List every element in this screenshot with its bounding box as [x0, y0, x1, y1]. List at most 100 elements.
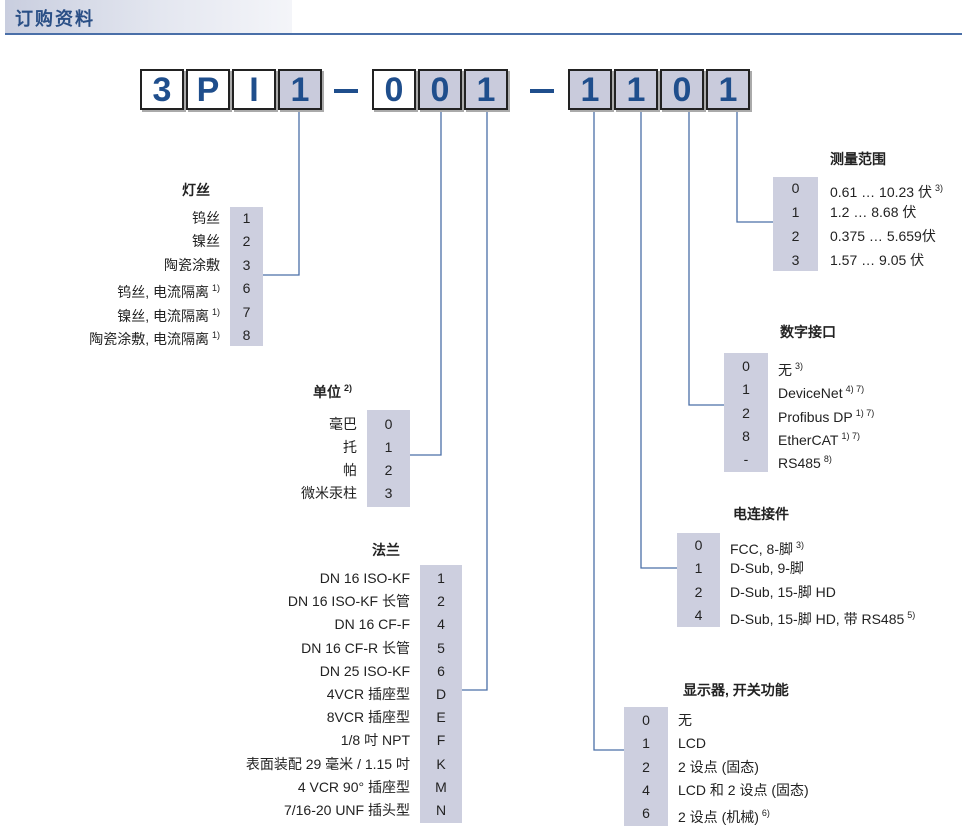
display-option-code: 2	[642, 758, 650, 775]
code-digit-box: 1	[706, 69, 750, 110]
flange-option-code: E	[436, 709, 446, 726]
footnote: 4) 7)	[845, 384, 865, 395]
filament-option-label: 陶瓷涂敷	[0, 254, 220, 276]
flange-option-label: 4 VCR 90° 插座型	[10, 776, 410, 798]
code-digit-box: 1	[614, 69, 658, 110]
footnote: 3)	[934, 183, 943, 193]
flange-option-code: 2	[437, 593, 445, 610]
option-text: EtherCAT	[778, 431, 839, 448]
option-text: 镍丝	[192, 233, 220, 250]
option-text: LCD 和 2 设点 (固态)	[678, 781, 809, 798]
range-option-code: 1	[791, 204, 800, 220]
option-text: 镍丝, 电流隔离	[117, 307, 209, 324]
code-digit-box: 1	[568, 69, 612, 110]
digital-option-code: 2	[742, 404, 750, 421]
option-text: DeviceNet	[778, 385, 843, 402]
display-option-code: 1	[642, 735, 650, 752]
code-digit-box: 3	[140, 69, 184, 110]
code-digit-box: 0	[660, 69, 704, 110]
filament-option-code: 1	[242, 210, 251, 226]
connector-option-code: 1	[694, 560, 703, 577]
digital-option-code: 1	[742, 381, 750, 398]
footnote: 8)	[823, 454, 832, 465]
group-title-text: 数字接口	[780, 324, 836, 340]
range-code-column	[773, 177, 818, 271]
flange-option-label: 表面装配 29 毫米 / 1.15 吋	[10, 753, 410, 775]
flange-option-label: DN 16 ISO-KF	[10, 567, 410, 589]
option-text: 4VCR 插座型	[326, 686, 410, 702]
display-code-column	[624, 707, 668, 827]
option-text: 2 设点 (固态)	[678, 758, 759, 775]
flange-option-label: 1/8 吋 NPT	[10, 729, 410, 751]
option-text: DN 16 CF-F	[334, 616, 410, 633]
units-option-label: 帕	[0, 459, 357, 481]
option-text: 0.61 … 10.23 伏	[830, 184, 932, 200]
section-header: 订购资料	[5, 0, 292, 33]
option-text: 无	[678, 712, 692, 728]
units-option-code: 0	[384, 416, 393, 432]
filament-code-column	[230, 207, 263, 346]
digital-title: 数字接口	[780, 322, 836, 342]
code-digit-box: 0	[372, 69, 416, 110]
option-text: 托	[343, 439, 357, 455]
units-code-column	[367, 410, 410, 507]
flange-option-label: 7/16-20 UNF 插头型	[10, 799, 410, 821]
option-text: 1.57 … 9.05 伏	[830, 252, 925, 268]
units-option-code: 2	[384, 462, 393, 478]
footnote: 6)	[761, 808, 770, 819]
link-flange	[462, 112, 488, 691]
range-option-label: 1.2 … 8.68 伏	[830, 201, 916, 223]
option-text: Profibus DP	[778, 408, 853, 425]
footnote: 2)	[343, 383, 352, 393]
footnote: 1) 7)	[841, 430, 860, 441]
range-option-code: 2	[791, 228, 800, 244]
flange-option-label: DN 16 ISO-KF 长管	[10, 590, 410, 612]
flange-option-code: M	[435, 778, 447, 795]
option-text: D-Sub, 9-脚	[730, 560, 804, 577]
option-text: RS485	[778, 455, 821, 472]
option-text: DN 16 CF-R 长管	[301, 639, 410, 656]
connector-option-code: 0	[694, 537, 703, 553]
option-text: 1/8 吋 NPT	[340, 732, 410, 749]
group-title-text: 法兰	[372, 542, 400, 558]
option-text: FCC, 8-脚	[730, 541, 793, 557]
code-digit-box: P	[186, 69, 230, 110]
group-title-text: 单位	[312, 384, 341, 400]
flange-option-code: 4	[437, 616, 445, 633]
option-text: DN 16 ISO-KF	[319, 570, 410, 586]
option-text: 钨丝, 电流隔离	[117, 284, 209, 301]
option-text: 帕	[343, 462, 357, 478]
footnote: 3)	[796, 540, 805, 550]
option-text: 无	[778, 362, 792, 378]
units-option-code: 1	[384, 439, 393, 455]
connector-option-code: 2	[694, 583, 703, 600]
display-option-label: 2 设点 (固态)	[678, 756, 759, 778]
flange-option-label: DN 16 CF-R 长管	[10, 637, 410, 659]
filament-option-code: 3	[242, 256, 251, 273]
range-option-label: 1.57 … 9.05 伏	[830, 249, 924, 271]
flange-code-column	[420, 565, 462, 823]
option-text: 钨丝	[192, 210, 220, 226]
filament-option-code: 7	[242, 303, 251, 320]
option-text: 2 设点 (机械)	[678, 809, 759, 826]
link-range	[736, 112, 773, 223]
filament-option-code: 2	[242, 233, 251, 250]
filament-option-label: 镍丝	[0, 230, 220, 252]
flange-option-code: 1	[437, 570, 445, 586]
digital-option-code: 0	[742, 358, 750, 374]
flange-option-code: F	[436, 732, 446, 749]
code-digit-box: 0	[418, 69, 462, 110]
link-display	[593, 112, 624, 751]
flange-title: 法兰	[0, 540, 400, 560]
connector-option-label: D-Sub, 9-脚	[730, 557, 804, 579]
flange-option-label: DN 25 ISO-KF	[10, 660, 410, 682]
option-text: DN 16 ISO-KF 长管	[287, 593, 410, 610]
